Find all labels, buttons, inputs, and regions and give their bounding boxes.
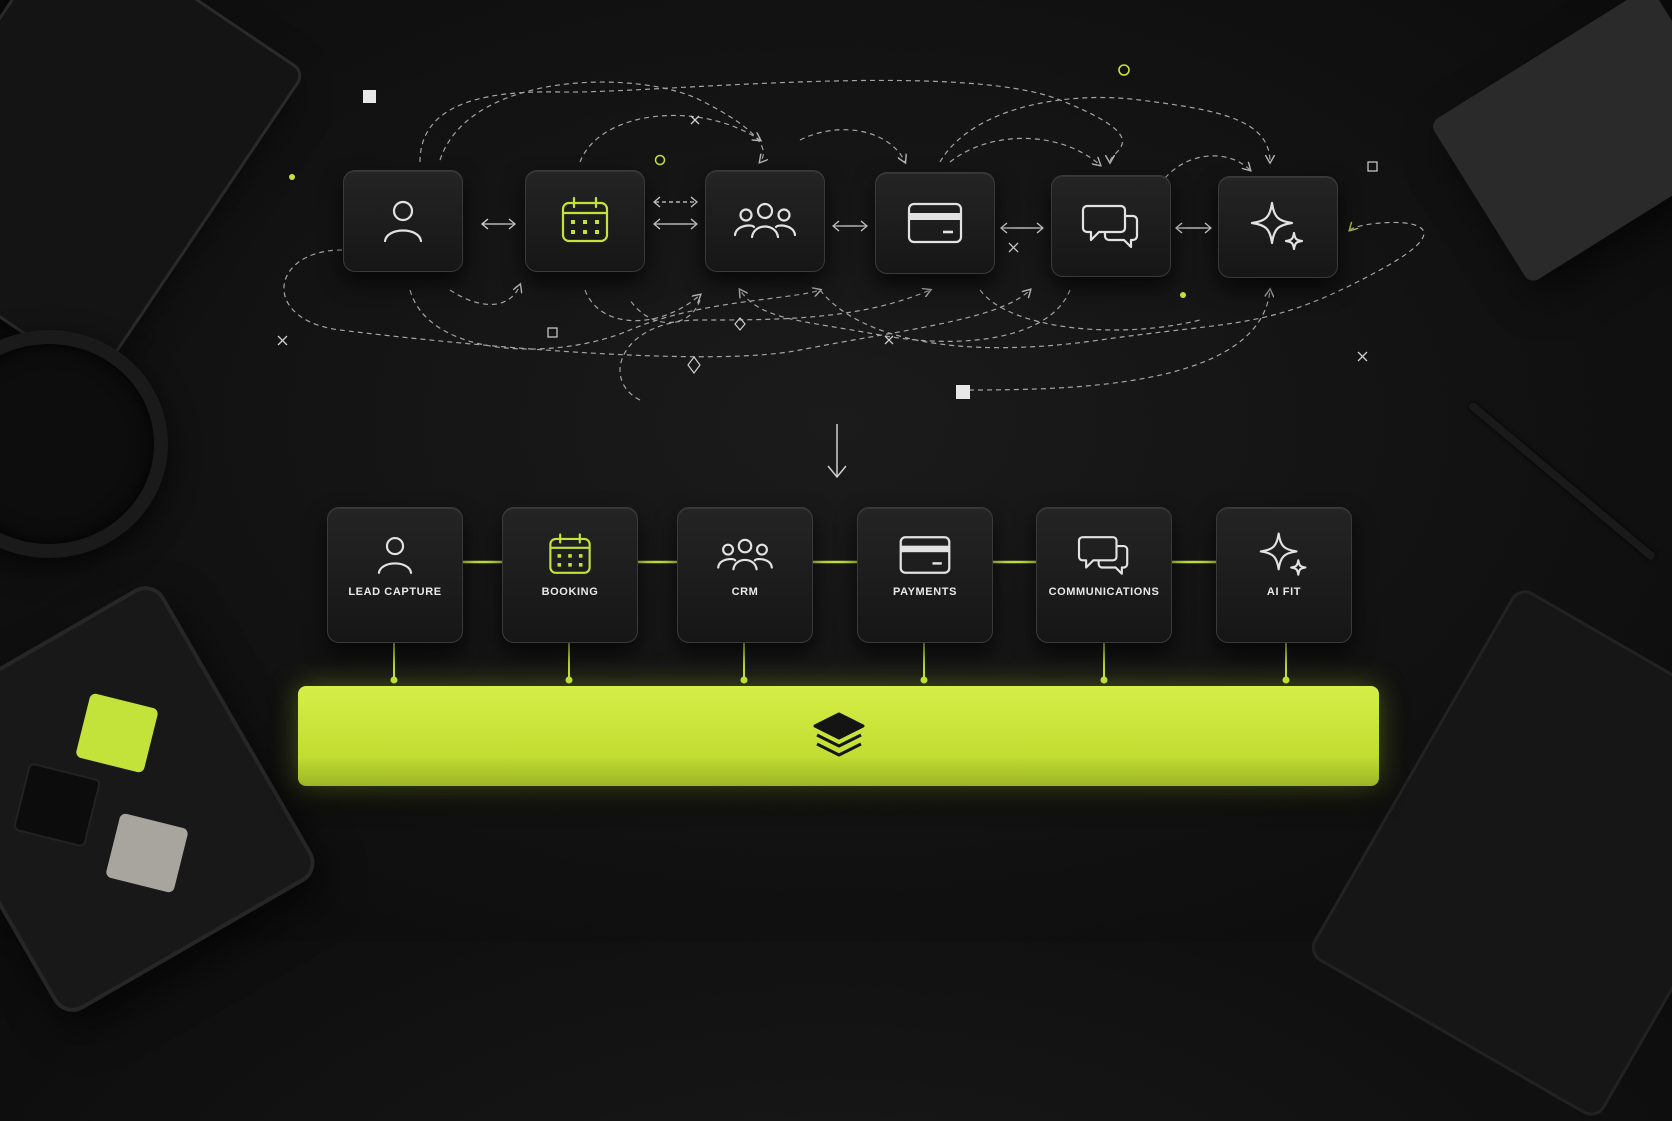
top-tile-team (705, 170, 825, 272)
top-tile-sparkle (1218, 176, 1338, 278)
tile-ai-fit: AI FIT (1216, 507, 1352, 643)
calendar-icon (561, 196, 609, 243)
tile-label: BOOKING (541, 586, 599, 598)
tile-label: AI FIT (1266, 586, 1302, 598)
tile-label: PAYMENTS (892, 586, 958, 598)
chaotic-connections (277, 64, 1425, 684)
top-tile-card (875, 172, 995, 274)
user-icon (377, 536, 413, 574)
chat-icon (1077, 536, 1129, 575)
calendar-icon (549, 533, 591, 574)
user-icon (383, 200, 423, 243)
chat-icon (1081, 204, 1139, 249)
team-icon (733, 202, 797, 239)
tile-lead-capture: LEAD CAPTURE (327, 507, 463, 643)
top-tile-chat (1051, 175, 1171, 277)
sparkle-icon (1250, 201, 1304, 251)
tile-label: COMMUNICATIONS (1048, 586, 1160, 598)
sparkle-icon (1259, 532, 1307, 576)
tile-booking: BOOKING (502, 507, 638, 643)
tile-crm: CRM (677, 507, 813, 643)
card-icon (899, 536, 951, 574)
down-arrow-icon (827, 424, 847, 479)
team-icon (717, 538, 773, 571)
layers-icon (813, 712, 864, 757)
tile-communications: COMMUNICATIONS (1036, 507, 1172, 643)
tile-label: LEAD CAPTURE (348, 586, 442, 598)
tile-label: CRM (731, 586, 759, 598)
tile-payments: PAYMENTS (857, 507, 993, 643)
card-icon (907, 202, 963, 244)
unified-platform-rail (298, 686, 1379, 786)
top-tile-calendar (525, 170, 645, 272)
top-tile-user (343, 170, 463, 272)
